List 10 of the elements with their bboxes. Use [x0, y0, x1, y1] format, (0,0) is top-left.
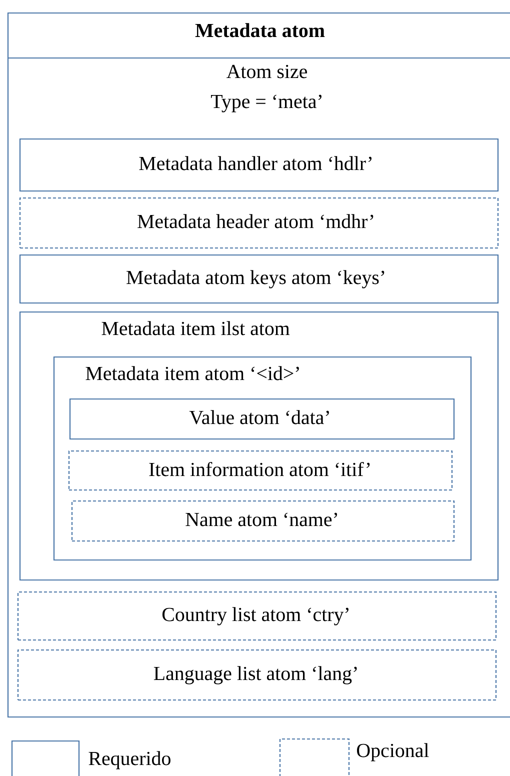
legend-label: Requerido — [88, 751, 170, 770]
optional-atom-box: Country list atom ‘ctry’ — [17, 591, 497, 641]
optional-atom-box: Language list atom ‘lang’ — [17, 649, 497, 701]
atom-box: Metadata handler atom ‘hdlr’ — [19, 138, 499, 192]
optional-atom-box: Metadata header atom ‘mdhr’ — [19, 197, 499, 249]
atom-box: Value atom ‘data’ — [69, 398, 455, 440]
legend-label: Opcional — [357, 743, 429, 762]
optional-atom-box: Item information atom ‘itif’ — [68, 450, 453, 491]
optional-atom-box: Name atom ‘name’ — [71, 500, 455, 542]
atom-box: Metadata atom keys atom ‘keys’ — [19, 254, 499, 304]
